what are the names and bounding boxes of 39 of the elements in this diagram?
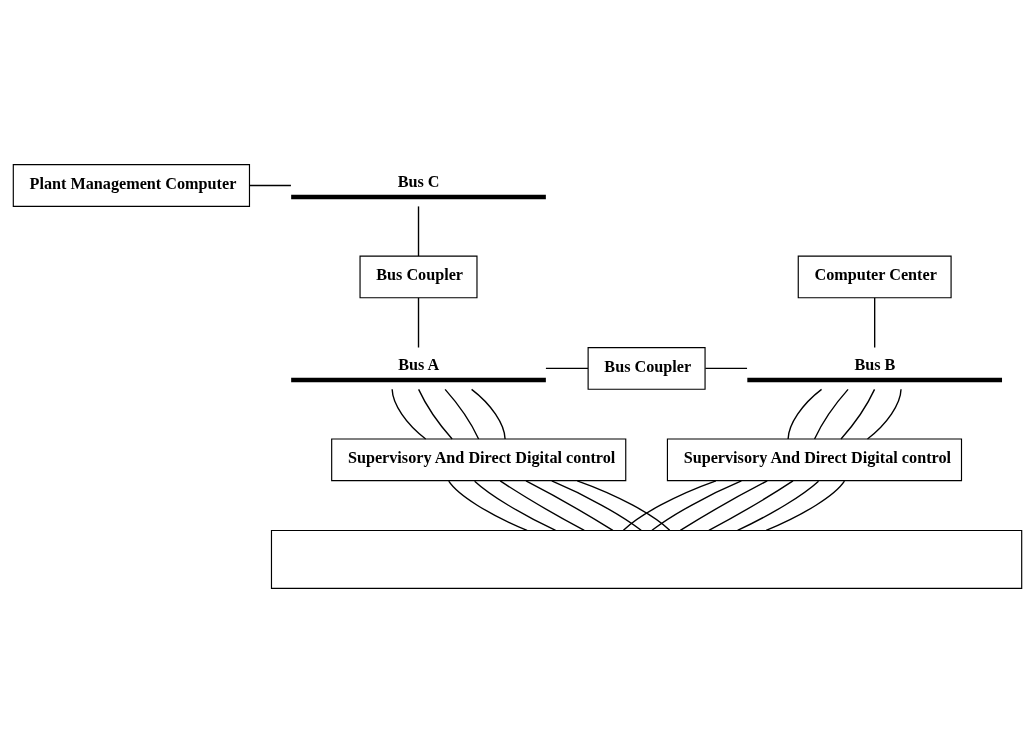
connector (651, 480, 743, 531)
connector (417, 205, 420, 257)
connector (448, 480, 528, 532)
connector (679, 480, 768, 532)
node-bar (747, 377, 1002, 383)
connector (736, 480, 820, 532)
node-label: Bus B (854, 355, 896, 374)
connector (525, 480, 614, 532)
connector (708, 480, 794, 532)
connector (866, 388, 902, 440)
connector (417, 297, 420, 349)
node-box: Supervisory And Direct Digital control (666, 438, 963, 482)
node-bar (291, 194, 546, 200)
connector (813, 388, 849, 440)
connector (787, 388, 823, 440)
connector (840, 388, 876, 440)
connector (391, 388, 427, 440)
connector (473, 480, 557, 532)
node-label: Bus C (397, 172, 440, 191)
node-bar (291, 377, 546, 383)
connector (622, 480, 717, 531)
connector (470, 388, 506, 440)
node-box: Bus Coupler (587, 347, 706, 390)
connector (444, 388, 480, 440)
connector (249, 184, 292, 187)
node-box: Plant Management Computer (12, 164, 251, 207)
connector (551, 480, 642, 531)
node-box: Bus Coupler (359, 255, 478, 299)
node-box: Supervisory And Direct Digital control (331, 438, 627, 482)
node-box (270, 529, 1023, 589)
connector (499, 480, 585, 532)
node-box: Computer Center (797, 255, 952, 299)
connector (765, 480, 846, 532)
connector (873, 297, 876, 349)
node-label: Bus A (398, 355, 440, 374)
connector (576, 480, 671, 531)
connector (545, 367, 589, 370)
connector (417, 388, 453, 440)
connector (704, 367, 748, 370)
